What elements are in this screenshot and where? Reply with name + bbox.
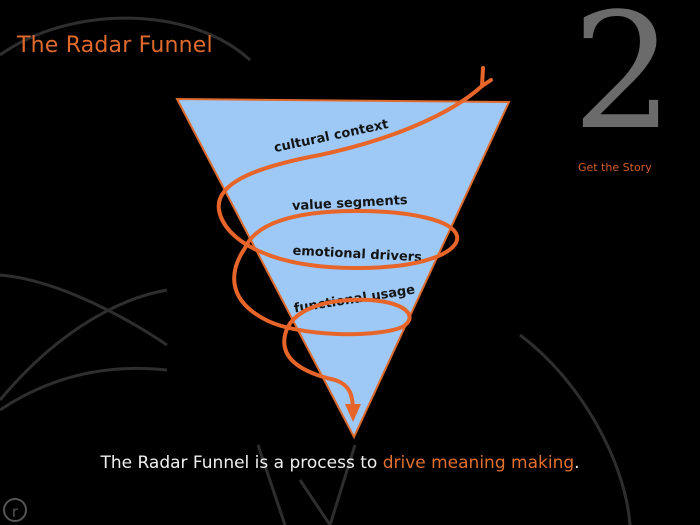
arc-right xyxy=(519,333,632,525)
step-label: Get the Story xyxy=(578,161,652,174)
slide-title: The Radar Funnel xyxy=(17,33,213,58)
caption-text: The Radar Funnel is a process to xyxy=(100,453,383,473)
layer-label-value-segments: value segments xyxy=(292,193,409,214)
arc-top xyxy=(0,16,252,62)
arc-left-2 xyxy=(0,288,168,401)
layer-label-emotional-drivers: emotional drivers xyxy=(292,244,422,266)
spiral-arrow xyxy=(216,66,493,414)
caption-highlight: drive meaning making xyxy=(382,453,575,473)
spiral-path xyxy=(216,84,484,414)
caption-end: . xyxy=(574,453,580,473)
step-number: 2 xyxy=(572,0,674,165)
arrow-head-icon xyxy=(345,404,361,422)
arc-bottom-2 xyxy=(298,444,357,525)
arc-bottom-1 xyxy=(256,444,287,525)
arc-left-1 xyxy=(0,273,168,347)
caption: The Radar Funnel is a process to drive m… xyxy=(100,451,580,475)
arc-left-3 xyxy=(0,366,168,412)
arrow-tail-fork xyxy=(480,66,493,88)
logo-icon: r xyxy=(3,498,27,522)
